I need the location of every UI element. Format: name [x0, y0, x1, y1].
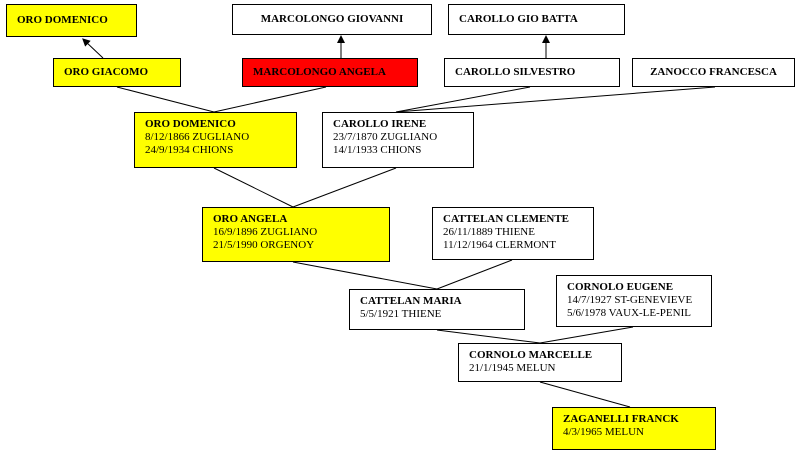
person-box-oro-angela: ORO ANGELA 16/9/1896 ZUGLIANO 21/5/1990 … [202, 207, 390, 262]
person-box-zanocco-francesca: ZANOCCO FRANCESCA [632, 58, 795, 87]
person-name: CORNOLO MARCELLE [469, 349, 593, 361]
line-cattelan-clemente-to-cattelan-maria [436, 259, 513, 290]
person-box-carollo-silvestro: CAROLLO SILVESTRO [444, 58, 620, 87]
line-carollo-silvestro-to-carollo-irene [395, 86, 531, 113]
line-cattelan-maria-to-cornolo-marcelle [436, 329, 541, 344]
person-name: CAROLLO IRENE [333, 118, 427, 130]
birth-info: 16/9/1896 ZUGLIANO [213, 226, 318, 238]
birth-info: 8/12/1866 ZUGLIANO [145, 131, 250, 143]
death-info: 14/1/1933 CHIONS [333, 144, 422, 156]
person-box-cornolo-eugene: CORNOLO EUGENE 14/7/1927 ST-GENEVIEVE 5/… [556, 275, 712, 327]
person-name: MARCOLONGO ANGELA [253, 66, 386, 78]
person-name: ORO GIACOMO [64, 66, 149, 78]
birth-info: 23/7/1870 ZUGLIANO [333, 131, 438, 143]
person-box-cornolo-marcelle: CORNOLO MARCELLE 21/1/1945 MELUN [458, 343, 622, 382]
line-oro-domenico-to-oro-angela [213, 167, 294, 208]
line-marcolongo-angela-to-oro-domenico [213, 86, 327, 113]
person-name: CATTELAN CLEMENTE [443, 213, 570, 225]
person-box-cattelan-clemente: CATTELAN CLEMENTE 26/11/1889 THIENE 11/1… [432, 207, 594, 260]
line-zanocco-francesca-to-carollo-irene [395, 86, 716, 113]
person-name: ORO DOMENICO [17, 14, 108, 26]
line-cornolo-eugene-to-cornolo-marcelle [539, 326, 634, 344]
death-info: 5/6/1978 VAUX-LE-PENIL [567, 307, 691, 319]
person-box-marcolongo-giovanni: MARCOLONGO GIOVANNI [232, 4, 432, 35]
person-name: ORO ANGELA [213, 213, 288, 225]
birth-info: 4/3/1965 MELUN [563, 426, 644, 438]
person-box-oro-giacomo: ORO GIACOMO [53, 58, 181, 87]
person-box-cattelan-maria: CATTELAN MARIA 5/5/1921 THIENE [349, 289, 525, 330]
person-name: ZANOCCO FRANCESCA [650, 66, 777, 78]
person-box-carollo-gio-batta: CAROLLO GIO BATTA [448, 4, 625, 35]
birth-info: 14/7/1927 ST-GENEVIEVE [567, 294, 693, 306]
death-info: 11/12/1964 CLERMONT [443, 239, 556, 251]
person-name: ZAGANELLI FRANCK [563, 413, 679, 425]
person-name: CAROLLO SILVESTRO [455, 66, 576, 78]
birth-info: 21/1/1945 MELUN [469, 362, 556, 374]
line-carollo-irene-to-oro-angela [292, 167, 397, 208]
person-box-zaganelli-franck: ZAGANELLI FRANCK 4/3/1965 MELUN [552, 407, 716, 450]
person-name: CAROLLO GIO BATTA [459, 13, 578, 25]
person-name: MARCOLONGO GIOVANNI [260, 13, 404, 25]
line-oro-angela-to-cattelan-maria [292, 261, 438, 290]
person-name: CATTELAN MARIA [360, 295, 462, 307]
person-name: CORNOLO EUGENE [567, 281, 674, 293]
death-info: 24/9/1934 CHIONS [145, 144, 234, 156]
arrow-oro-giacomo-to-oro-domenico [82, 38, 104, 59]
line-cornolo-marcelle-to-zaganelli-franck [539, 381, 631, 408]
person-box-marcolongo-angela: MARCOLONGO ANGELA [242, 58, 418, 87]
person-box-oro-domenico-great-grandfather: ORO DOMENICO [6, 4, 137, 37]
line-oro-giacomo-to-oro-domenico [116, 86, 215, 113]
birth-info: 5/5/1921 THIENE [360, 308, 442, 320]
person-name: ORO DOMENICO [145, 118, 236, 130]
person-box-carollo-irene: CAROLLO IRENE 23/7/1870 ZUGLIANO 14/1/19… [322, 112, 474, 168]
person-box-oro-domenico: ORO DOMENICO 8/12/1866 ZUGLIANO 24/9/193… [134, 112, 297, 168]
birth-info: 26/11/1889 THIENE [443, 226, 535, 238]
death-info: 21/5/1990 ORGENOY [213, 239, 315, 251]
